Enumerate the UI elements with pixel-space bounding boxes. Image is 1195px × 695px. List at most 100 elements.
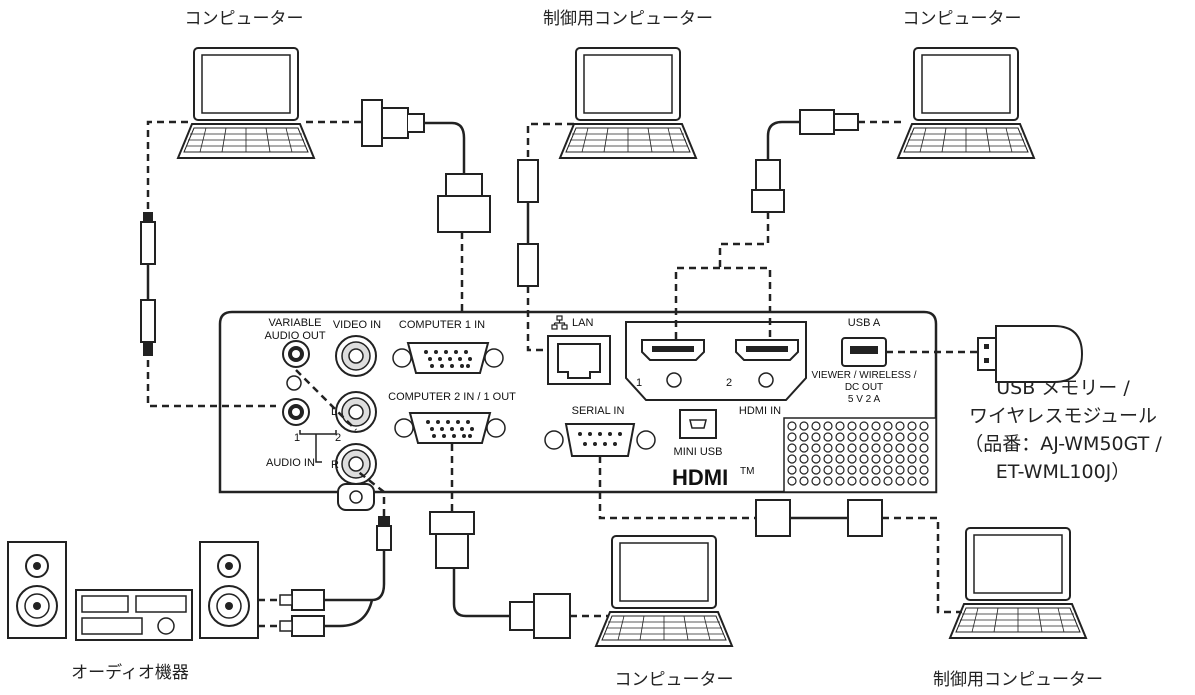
screw-icon	[758, 372, 774, 388]
vent-hole	[823, 476, 833, 486]
vent-hole	[835, 454, 845, 464]
vent-grille	[787, 421, 929, 486]
vent-hole	[907, 454, 917, 464]
serial-in-port[interactable]	[544, 423, 656, 457]
audio-cable-plug-upper	[140, 212, 156, 300]
vent-hole	[811, 421, 821, 431]
computer-top-left-icon	[177, 47, 315, 159]
usb-a-label: USB A	[848, 317, 881, 329]
vent-hole	[811, 432, 821, 442]
vent-hole	[847, 443, 857, 453]
mini-usb-port[interactable]	[679, 409, 717, 439]
screw-icon	[666, 372, 682, 388]
vent-hole	[787, 443, 797, 453]
hdmi-in-2-port[interactable]	[735, 339, 799, 361]
usb-memory-label-2: ワイヤレスモジュール	[969, 405, 1157, 427]
vent-hole	[799, 432, 809, 442]
vent-hole	[787, 432, 797, 442]
vent-hole	[859, 443, 869, 453]
hdmi-2-label: 2	[726, 377, 732, 389]
usb-a-port[interactable]	[841, 337, 887, 367]
vent-hole	[871, 465, 881, 475]
viewer-label-3: 5 V 2 A	[848, 394, 881, 405]
speaker-left-icon	[7, 541, 67, 639]
vent-hole	[907, 476, 917, 486]
rca-plug-lower	[279, 615, 325, 637]
vent-hole	[871, 443, 881, 453]
vent-hole	[883, 454, 893, 464]
vent-hole	[799, 465, 809, 475]
vent-hole	[823, 443, 833, 453]
lan-port[interactable]	[547, 335, 611, 385]
vent-hole	[823, 465, 833, 475]
vent-hole	[871, 432, 881, 442]
audio-equipment-label: オーディオ機器	[71, 662, 189, 683]
vent-hole	[799, 443, 809, 453]
computer2-label: COMPUTER 2 IN / 1 OUT	[388, 391, 516, 403]
vent-hole	[919, 421, 929, 431]
vent-hole	[823, 432, 833, 442]
hdmi-in-1-port[interactable]	[641, 339, 705, 361]
stereo-unit-icon	[75, 589, 193, 641]
vent-hole	[871, 476, 881, 486]
vent-hole	[835, 421, 845, 431]
computer-top-left-label: コンピューター	[185, 9, 304, 29]
control-computer-top-label: 制御用コンピューター	[543, 9, 713, 29]
computer1-in-port[interactable]	[392, 342, 504, 374]
vent-hole	[859, 432, 869, 442]
control-computer-top-icon	[559, 47, 697, 159]
serial-cable-plug-right	[847, 499, 883, 537]
vent-hole	[907, 432, 917, 442]
hdmi-in-label: HDMI IN	[739, 405, 781, 417]
vent-hole	[859, 454, 869, 464]
audio-in-2-r-jack[interactable]	[335, 443, 377, 485]
video-in-label: VIDEO IN	[333, 319, 381, 331]
audio-cable-plug-lower	[140, 299, 156, 356]
computer2-port[interactable]	[394, 412, 506, 444]
audio-in-2-label: 2	[335, 432, 341, 444]
control-computer-bottom-label: 制御用コンピューター	[933, 670, 1103, 690]
vent-hole	[835, 443, 845, 453]
audio-in-1-jack[interactable]	[282, 398, 310, 426]
vent-hole	[847, 421, 857, 431]
usb-memory-icon	[977, 325, 1084, 383]
vent-hole	[811, 465, 821, 475]
vent-hole	[919, 443, 929, 453]
vent-hole	[847, 432, 857, 442]
viewer-label-2: DC OUT	[845, 382, 883, 393]
rca-plug-upper	[279, 589, 325, 611]
vent-hole	[847, 465, 857, 475]
vent-hole	[883, 421, 893, 431]
audio-cable-plug-bottom	[376, 516, 392, 551]
vent-hole	[919, 454, 929, 464]
audio-l-label: L	[331, 406, 337, 418]
vent-hole	[895, 443, 905, 453]
vent-hole	[787, 465, 797, 475]
vent-hole	[871, 454, 881, 464]
video-in-jack[interactable]	[335, 335, 377, 377]
vent-hole	[871, 421, 881, 431]
screw-icon	[286, 375, 302, 391]
viewer-label-1: VIEWER / WIRELESS /	[811, 370, 916, 381]
vent-hole	[787, 421, 797, 431]
vga-cable-plug-bottom	[429, 511, 475, 569]
variable-audio-out-jack[interactable]	[282, 340, 310, 368]
audio-in-2-l-jack[interactable]	[335, 391, 377, 433]
vga-cable-plug-side	[361, 99, 425, 147]
vent-hole	[811, 454, 821, 464]
computer-top-right-label: コンピューター	[903, 9, 1022, 29]
serial-in-label: SERIAL IN	[572, 405, 625, 417]
serial-cable-plug-left	[755, 499, 791, 537]
hdmi-logo: HDMI	[672, 465, 728, 490]
vent-hole	[835, 465, 845, 475]
vent-hole	[787, 454, 797, 464]
audio-in-1-label: 1	[294, 432, 300, 444]
vent-hole	[907, 465, 917, 475]
vent-hole	[883, 476, 893, 486]
vga-cable-plug-right	[509, 593, 571, 639]
variable-audio-out-label-1: VARIABLE	[269, 317, 322, 329]
variable-audio-out-label-2: AUDIO OUT	[264, 330, 325, 342]
vent-hole	[895, 421, 905, 431]
vent-hole	[859, 476, 869, 486]
